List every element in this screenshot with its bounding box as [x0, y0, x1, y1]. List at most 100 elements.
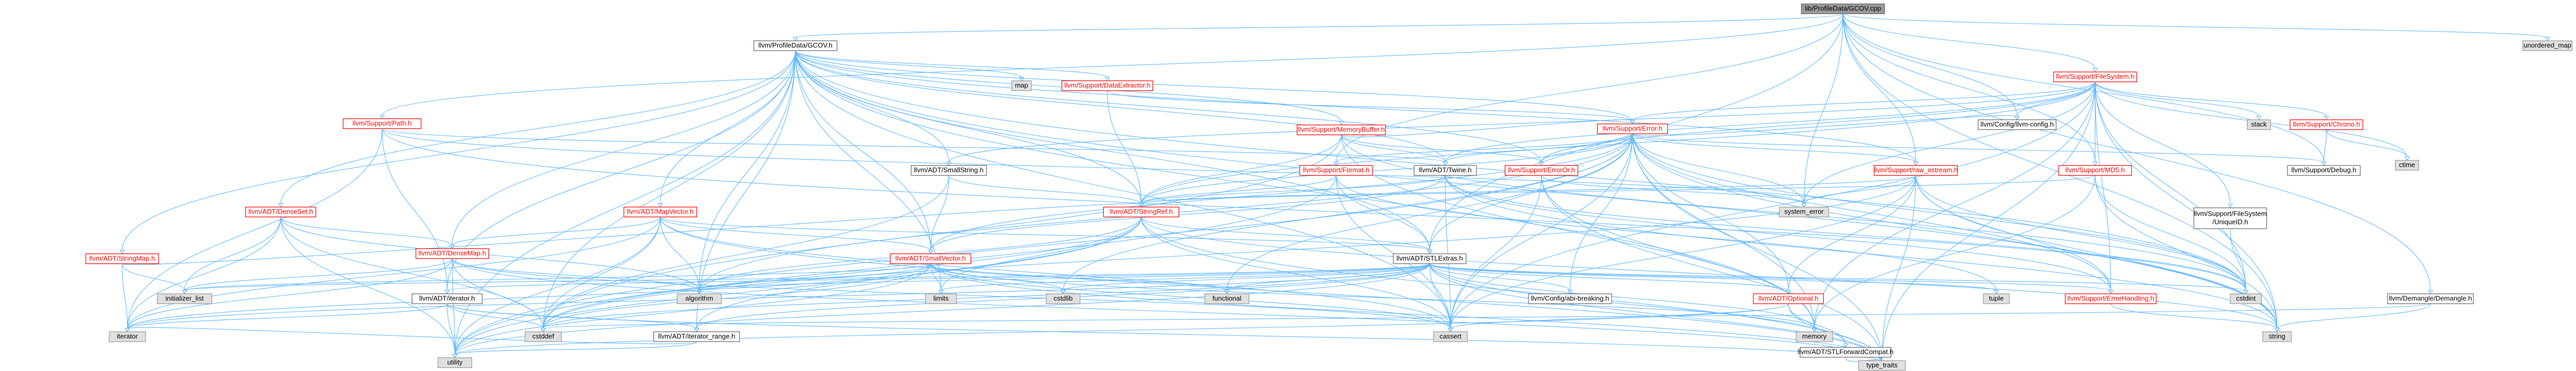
- node-cstddef: cstddef: [525, 331, 562, 342]
- edge-line: [447, 303, 1882, 362]
- node-errorhandling[interactable]: llvm/Support/ErrorHandling.h: [2064, 293, 2157, 304]
- dependency-edge: [280, 217, 457, 359]
- node-md5[interactable]: llvm/Support/MD5.h: [2058, 165, 2132, 176]
- node-system-error: system_error: [1779, 206, 1829, 218]
- edge-line: [1141, 175, 1337, 204]
- edge-line: [1450, 82, 2096, 329]
- dependency-edge: [2095, 82, 2233, 209]
- node-label: cstdint: [2236, 294, 2256, 302]
- edge-line: [1226, 134, 1633, 291]
- node-box: [1299, 165, 1373, 176]
- edge-arrowhead: [541, 327, 546, 333]
- edge-line: [1063, 263, 1430, 291]
- edge-line: [280, 217, 544, 329]
- node-label: llvm/Support/ErrorHandling.h: [2068, 294, 2154, 302]
- node-gcov-h[interactable]: llvm/ProfileData/GCOV.h: [753, 40, 838, 51]
- edge-line: [940, 263, 1430, 291]
- edge-arrowhead: [452, 353, 457, 359]
- edge-line: [1632, 134, 2324, 163]
- edge-arrowhead: [2093, 161, 2098, 166]
- edge-line: [127, 217, 281, 329]
- edge-line: [795, 50, 1633, 121]
- edge-line: [2095, 82, 2259, 117]
- node-uniqueid[interactable]: llvm/Support/FileSystem/UniqueID.h: [2193, 207, 2267, 229]
- node-raw-ostream[interactable]: llvm/Support/raw_ostream.h: [1874, 165, 1958, 176]
- node-stlextras[interactable]: llvm/ADT/STLExtras.h: [1393, 253, 1467, 264]
- edge-line: [1107, 90, 1633, 121]
- node-box: [653, 331, 740, 342]
- edge-line: [2095, 82, 2111, 291]
- dependency-edge: [452, 50, 796, 359]
- edge-line: [1141, 175, 2096, 204]
- node-dataextractor[interactable]: llvm/Support/DataExtractor.h: [1061, 80, 1154, 91]
- node-label: llvm/Support/ErrorOr.h: [1508, 166, 1575, 174]
- node-debug[interactable]: llvm/Support/Debug.h: [2287, 165, 2361, 176]
- edge-line: [1429, 263, 2111, 291]
- dependency-edge: [1879, 175, 1916, 366]
- node-config[interactable]: llvm/Config/llvm-config.h: [1978, 119, 2057, 130]
- node-box: [925, 293, 957, 304]
- node-mapvector[interactable]: llvm/ADT/MapVector.h: [623, 206, 697, 218]
- edge-line: [2095, 82, 2246, 291]
- edge-line: [1915, 175, 2246, 291]
- node-configbreak[interactable]: llvm/Config/abi-breaking.h: [1528, 293, 1612, 304]
- node-iterator-h[interactable]: llvm/ADT/iterator.h: [411, 293, 483, 304]
- edge-arrowhead: [380, 114, 385, 120]
- node-demangle[interactable]: llvm/Demangle/Demangle.h: [2387, 293, 2474, 304]
- edge-arrowhead: [2108, 289, 2113, 295]
- node-chrono[interactable]: llvm/Support/Chrono.h: [2290, 119, 2363, 130]
- node-label: utility: [447, 358, 463, 366]
- node-denseset[interactable]: llvm/ADT/DenseSet.h: [245, 206, 317, 218]
- node-format[interactable]: llvm/Support/Format.h: [1299, 165, 1373, 176]
- edge-line: [2095, 175, 2246, 291]
- dependency-edge: [541, 175, 949, 333]
- node-stlforward[interactable]: llvm/ADT/STLForwardCompat.h: [1798, 347, 1893, 358]
- edge-line: [122, 50, 796, 251]
- edge-arrowhead: [1539, 161, 1544, 166]
- node-densemap[interactable]: llvm/ADT/DenseMap.h: [415, 248, 489, 259]
- node-gcov-cpp[interactable]: lib/ProfileData/GCOV.cpp: [1801, 3, 1885, 15]
- edge-arrowhead: [1994, 289, 1999, 295]
- edge-line: [184, 263, 1430, 291]
- node-stringmap[interactable]: llvm/ADT/StringMap.h: [85, 253, 159, 264]
- node-smallvector[interactable]: llvm/ADT/SmallVector.h: [890, 253, 972, 264]
- dependency-edge: [795, 50, 1110, 82]
- node-label: string: [2269, 332, 2285, 340]
- dependency-edge: [125, 217, 281, 333]
- node-label: llvm/ADT/Twine.h: [1419, 166, 1471, 174]
- dependency-edge: [928, 134, 1633, 255]
- edge-line: [543, 217, 1142, 329]
- edge-line: [1429, 263, 1789, 291]
- node-filesystem[interactable]: llvm/Support/FileSystem.h: [2053, 71, 2137, 83]
- edge-arrowhead: [1812, 327, 1817, 333]
- node-label: llvm/Support/DataExtractor.h: [1064, 81, 1150, 89]
- node-cassert: cassert: [1433, 331, 1468, 342]
- node-optional[interactable]: llvm/ADT/Optional.h: [1753, 293, 1824, 304]
- edge-line: [1881, 82, 2096, 362]
- node-stringref[interactable]: llvm/ADT/StringRef.h: [1103, 206, 1180, 218]
- edge-line: [1445, 175, 2278, 329]
- node-smallstring[interactable]: llvm/ADT/SmallString.h: [910, 165, 987, 176]
- dependency-edge: [447, 303, 546, 333]
- edge-arrowhead: [1443, 161, 1448, 166]
- node-label: llvm/Support/MemoryBuffer.h: [1298, 125, 1384, 133]
- node-erroror[interactable]: llvm/Support/ErrorOr.h: [1505, 165, 1578, 176]
- dependency-edge: [452, 258, 1885, 366]
- node-box: [1061, 80, 1154, 91]
- node-memorybuffer[interactable]: llvm/Support/MemoryBuffer.h: [1297, 124, 1386, 136]
- edge-line: [1429, 263, 1997, 291]
- edge-line: [1429, 263, 1451, 329]
- edge-line: [1814, 82, 2096, 329]
- dependency-edge: [280, 217, 546, 333]
- node-path[interactable]: llvm/Support/Path.h: [343, 118, 422, 129]
- node-error[interactable]: llvm/Support/Error.h: [1597, 123, 1668, 135]
- node-label: llvm/Support/Debug.h: [2291, 166, 2356, 174]
- node-label: llvm/ProfileData/GCOV.h: [759, 41, 833, 49]
- edge-arrowhead: [2404, 156, 2410, 161]
- node-label: llvm/ADT/Optional.h: [1758, 294, 1819, 302]
- edge-line: [1632, 134, 1916, 163]
- edge-arrowhead: [2321, 161, 2326, 166]
- node-iterator-range[interactable]: llvm/ADT/iterator_range.h: [653, 331, 740, 342]
- node-box: [2287, 165, 2361, 176]
- node-twine[interactable]: llvm/ADT/Twine.h: [1414, 165, 1477, 176]
